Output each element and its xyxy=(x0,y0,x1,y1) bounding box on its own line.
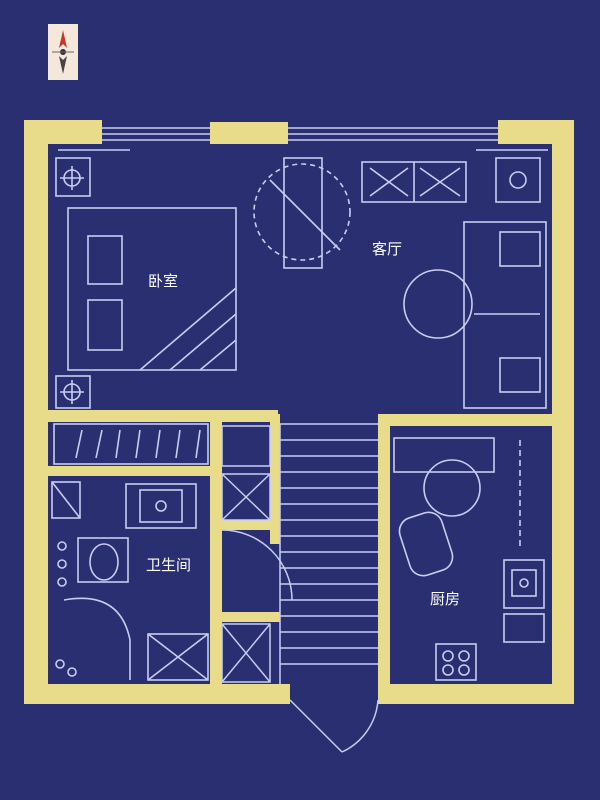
entry-door xyxy=(289,699,343,753)
room-label-kitchen: 厨房 xyxy=(430,590,460,608)
living-room-furniture xyxy=(253,157,547,409)
toilet xyxy=(77,537,129,583)
bedroom-nightstand-bottom xyxy=(55,375,91,409)
stove xyxy=(435,643,477,681)
wash-basin xyxy=(125,483,197,529)
storage-closet xyxy=(221,425,271,467)
dining-table xyxy=(423,459,481,517)
dining-chair xyxy=(398,511,454,577)
compass-rose-icon xyxy=(48,24,78,80)
walls xyxy=(24,120,574,704)
stairs xyxy=(221,423,380,753)
bathroom-fixtures xyxy=(51,481,209,681)
kitchen-counter xyxy=(393,437,495,473)
bath-cabinet xyxy=(51,481,81,519)
bedroom-furniture xyxy=(53,157,237,465)
coffee-table xyxy=(403,269,473,339)
swing-door-arc xyxy=(253,163,351,261)
bed-pillow xyxy=(87,299,123,351)
living-cabinet xyxy=(495,157,541,203)
room-label-living-room: 客厅 xyxy=(372,240,402,258)
windows xyxy=(58,127,548,151)
bed-pillow xyxy=(87,235,123,285)
kitchen-fixtures xyxy=(393,437,545,681)
kitchen-sink xyxy=(503,559,545,609)
bedroom-wardrobe xyxy=(53,423,209,465)
bedroom-nightstand-top xyxy=(55,157,91,197)
shower-tray xyxy=(147,633,209,681)
room-label-bedroom: 卧室 xyxy=(148,272,178,290)
living-sofa xyxy=(463,221,547,409)
room-label-bathroom: 卫生间 xyxy=(146,556,191,574)
